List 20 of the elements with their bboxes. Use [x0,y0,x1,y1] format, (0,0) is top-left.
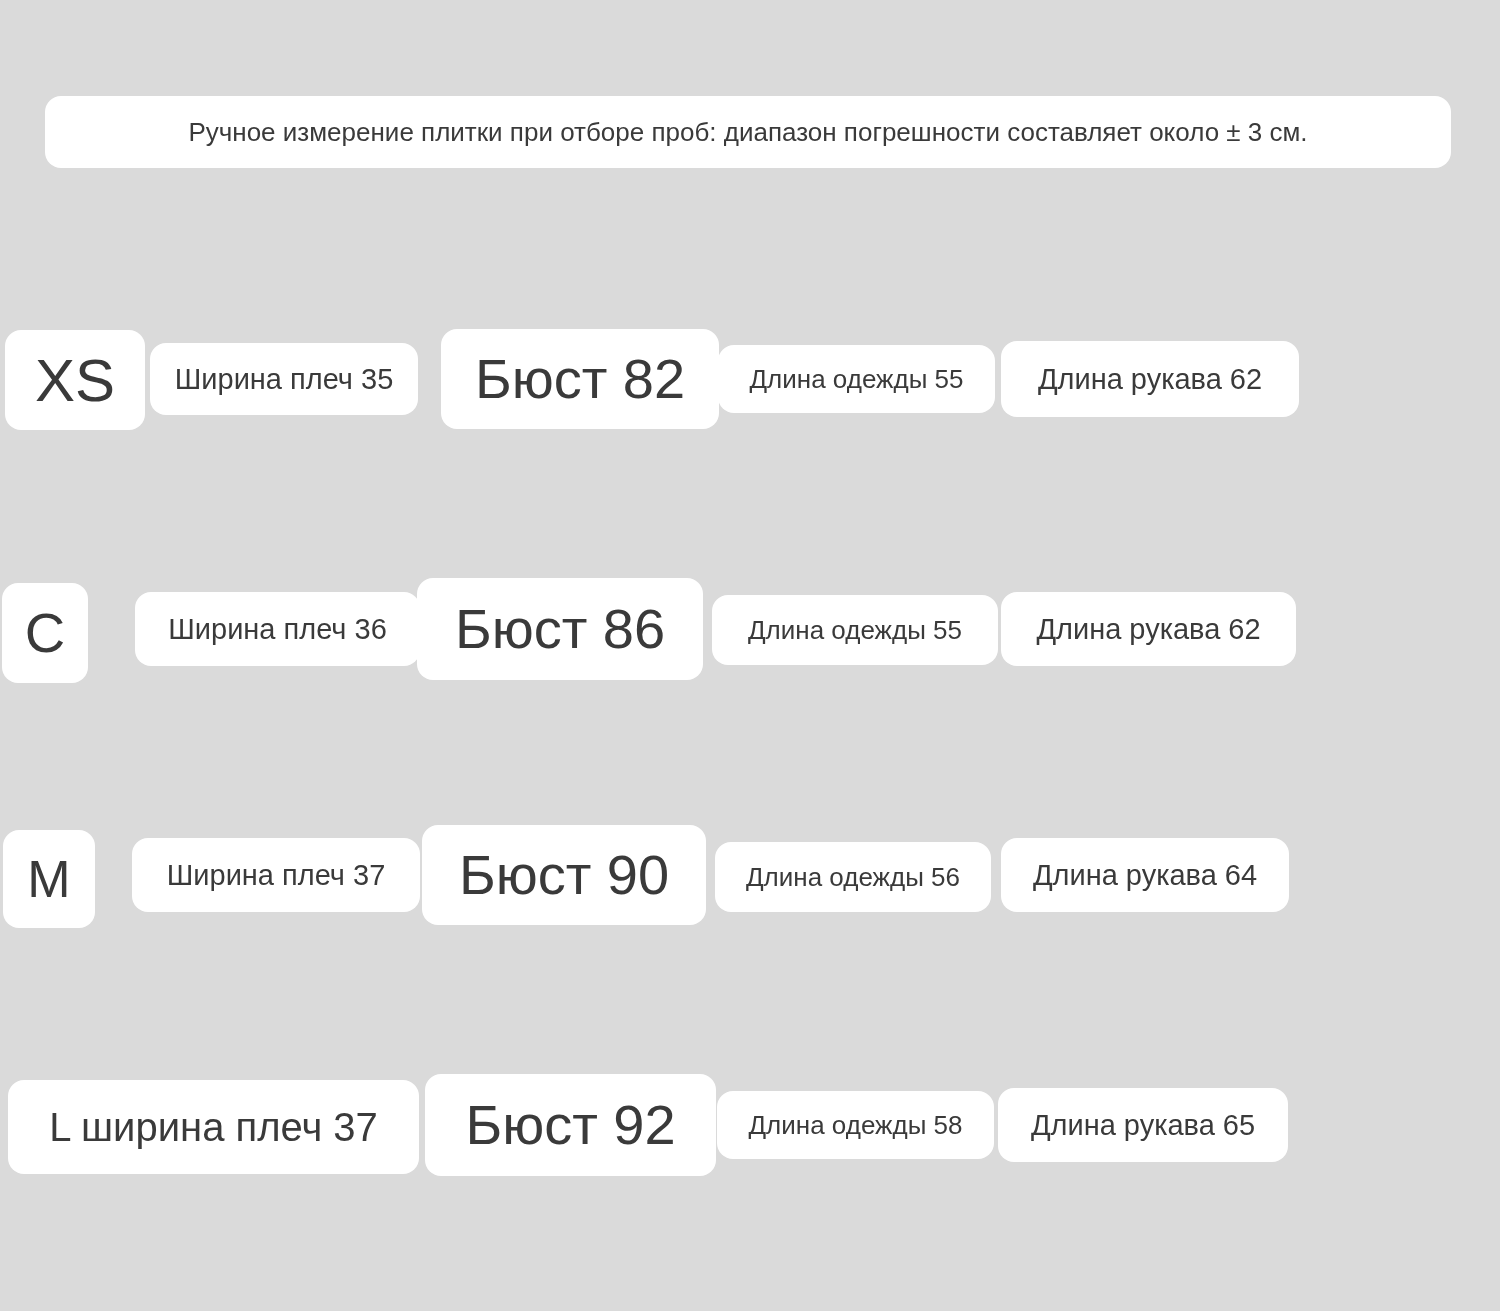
size-label: XS [5,330,145,430]
measurement-label: Длина одежды 58 [717,1091,994,1159]
measurement-label: Длина рукава 65 [998,1088,1288,1162]
measurement-label: Длина одежды 55 [712,595,998,665]
measurement-label: Длина рукава 64 [1001,838,1289,912]
measurement-label: Ширина плеч 35 [150,343,418,415]
measurement-label: Длина рукава 62 [1001,341,1299,417]
measurement-label: Ширина плеч 37 [132,838,420,912]
measurement-label: Длина одежды 55 [718,345,995,413]
measurement-label: Длина одежды 56 [715,842,991,912]
measurement-label: Бюст 90 [422,825,706,925]
measurement-label: Длина рукава 62 [1001,592,1296,666]
note-box: Ручное измерение плитки при отборе проб: диапазон погрешности составляет около ± 3 см. [45,96,1451,168]
measurement-label: Бюст 86 [417,578,703,680]
size-label: M [3,830,95,928]
measurement-label: Бюст 82 [441,329,719,429]
measurement-label: Бюст 92 [425,1074,716,1176]
size-label: C [2,583,88,683]
measurement-label: Ширина плеч 36 [135,592,420,666]
measurement-label: L ширина плеч 37 [8,1080,419,1174]
